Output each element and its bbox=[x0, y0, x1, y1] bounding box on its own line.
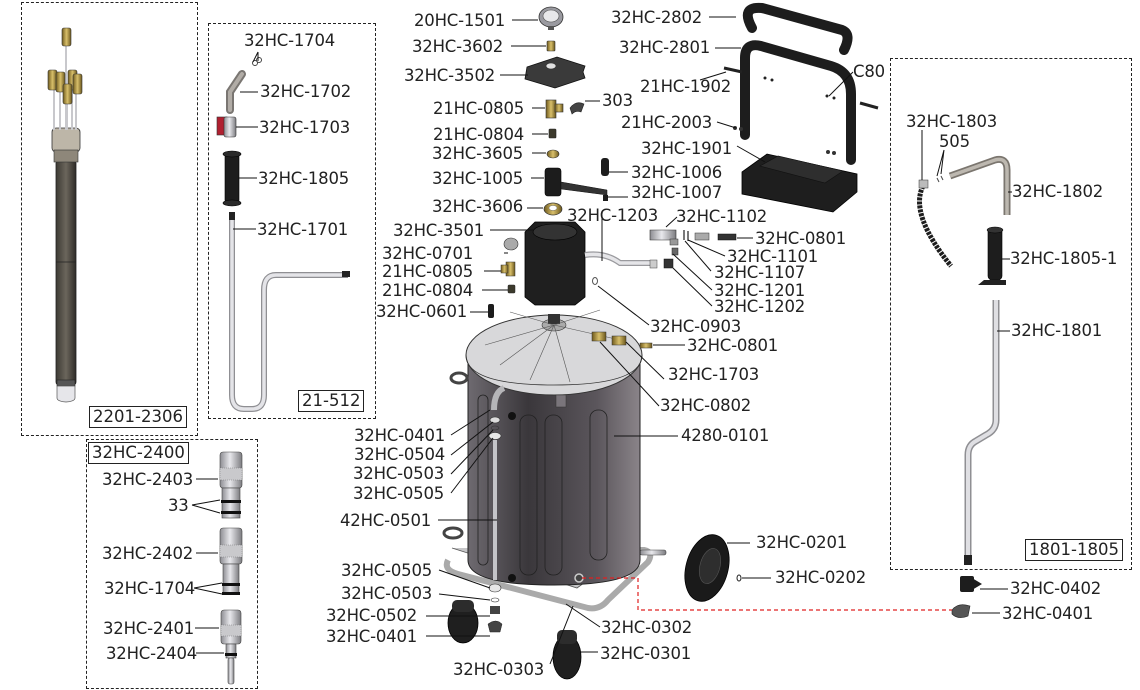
part-label: 32HC-1805 bbox=[258, 169, 350, 188]
tank-artwork bbox=[442, 309, 742, 680]
part-label: 303 bbox=[602, 91, 633, 110]
part-label: 32HC-1702 bbox=[260, 82, 352, 101]
part-label: 32HC-1202 bbox=[714, 297, 806, 316]
part-label: 32HC-0505 bbox=[341, 561, 433, 580]
group-box-suction-wand bbox=[890, 58, 1132, 570]
group-tag-probe-set: 2201-2306 bbox=[89, 406, 187, 428]
part-label: 32HC-0802 bbox=[660, 396, 752, 415]
part-label: 32HC-0505 bbox=[353, 484, 445, 503]
part-label: 32HC-1805-1 bbox=[1010, 249, 1118, 268]
part-label: 32HC-2802 bbox=[611, 8, 703, 27]
part-label: 32HC-0401 bbox=[1002, 604, 1094, 623]
part-label: 32HC-0302 bbox=[601, 618, 693, 637]
part-label: 32HC-0801 bbox=[755, 229, 847, 248]
part-label: 21HC-0804 bbox=[382, 281, 474, 300]
part-label: 32HC-0201 bbox=[756, 533, 848, 552]
part-label: 32HC-2801 bbox=[619, 38, 711, 57]
part-label: 32HC-2402 bbox=[102, 544, 194, 563]
group-box-adapter-set bbox=[86, 439, 258, 689]
part-label: 32HC-0801 bbox=[687, 336, 779, 355]
part-label: 21HC-0805 bbox=[433, 99, 525, 118]
part-label: 32HC-1005 bbox=[432, 169, 524, 188]
part-label: 32HC-0202 bbox=[775, 568, 867, 587]
part-label: 32HC-0701 bbox=[382, 244, 474, 263]
group-box-hose-kit bbox=[208, 23, 376, 419]
hose-kit-artwork bbox=[216, 57, 350, 412]
part-label: 32HC-0401 bbox=[354, 426, 446, 445]
part-label: 32HC-1102 bbox=[676, 207, 768, 226]
part-label: 32HC-1701 bbox=[257, 220, 349, 239]
part-label: 32HC-1901 bbox=[641, 139, 733, 158]
part-label: 32HC-0303 bbox=[453, 660, 545, 679]
part-label: 32HC-0301 bbox=[600, 644, 692, 663]
part-label: 32HC-1802 bbox=[1012, 182, 1104, 201]
part-label: 32HC-0402 bbox=[1010, 579, 1102, 598]
part-label: 32HC-3605 bbox=[432, 144, 524, 163]
part-label: 4280-0101 bbox=[681, 426, 770, 445]
part-label: 505 bbox=[939, 132, 970, 151]
part-label: 21HC-1902 bbox=[640, 77, 732, 96]
part-label: 32HC-2404 bbox=[106, 644, 198, 663]
part-label: 32HC-2401 bbox=[103, 619, 195, 638]
part-label: 32HC-1101 bbox=[727, 247, 819, 266]
part-label: 20HC-1501 bbox=[414, 11, 506, 30]
group-tag-hose-kit: 21-512 bbox=[298, 390, 365, 412]
group-tag-suction-wand: 1801-1805 bbox=[1025, 539, 1123, 561]
part-label: 32HC-1703 bbox=[259, 118, 351, 137]
leader-lines bbox=[191, 16, 1012, 665]
part-label: 32HC-3502 bbox=[404, 66, 496, 85]
part-label: 33 bbox=[168, 496, 189, 515]
group-box-probe-set bbox=[21, 2, 198, 436]
top-assembly-artwork bbox=[488, 6, 737, 318]
part-label: 32HC-1007 bbox=[631, 183, 723, 202]
part-label: 21HC-0805 bbox=[382, 262, 474, 281]
suction-wand-artwork bbox=[582, 156, 1011, 618]
part-label: 32HC-1703 bbox=[668, 365, 760, 384]
part-label: 32HC-3501 bbox=[393, 221, 485, 240]
part-label: 32HC-0502 bbox=[326, 606, 418, 625]
part-label: 32HC-0503 bbox=[353, 464, 445, 483]
part-label: 21HC-0804 bbox=[433, 125, 525, 144]
part-label: 32HC-1107 bbox=[714, 263, 806, 282]
probe-set-artwork bbox=[47, 27, 83, 403]
part-label: 32HC-3602 bbox=[412, 37, 504, 56]
part-label: 32HC-0504 bbox=[354, 445, 446, 464]
part-label: 21HC-2003 bbox=[621, 113, 713, 132]
part-label: 32HC-1203 bbox=[567, 206, 659, 225]
part-label: 32HC-1704 bbox=[104, 579, 196, 598]
part-label: 32HC-1006 bbox=[631, 163, 723, 182]
part-label: 32HC-0903 bbox=[650, 317, 742, 336]
part-label: 32HC-0401 bbox=[326, 627, 418, 646]
handle-artwork bbox=[723, 2, 879, 213]
part-label: 32HC-1201 bbox=[714, 281, 806, 300]
part-label: 42HC-0501 bbox=[340, 511, 432, 530]
part-label: 32HC-1704 bbox=[244, 31, 336, 50]
part-label: 32HC-3606 bbox=[432, 197, 524, 216]
part-label: 32HC-2403 bbox=[102, 470, 194, 489]
part-label: 32HC-1803 bbox=[906, 112, 998, 131]
part-label: 32HC-0601 bbox=[376, 302, 468, 321]
part-label: C80 bbox=[853, 62, 885, 81]
part-label: 32HC-0503 bbox=[341, 584, 433, 603]
part-label: 32HC-1801 bbox=[1011, 321, 1103, 340]
group-tag-adapter-set: 32HC-2400 bbox=[88, 442, 189, 464]
adapter-set-artwork bbox=[219, 451, 243, 685]
